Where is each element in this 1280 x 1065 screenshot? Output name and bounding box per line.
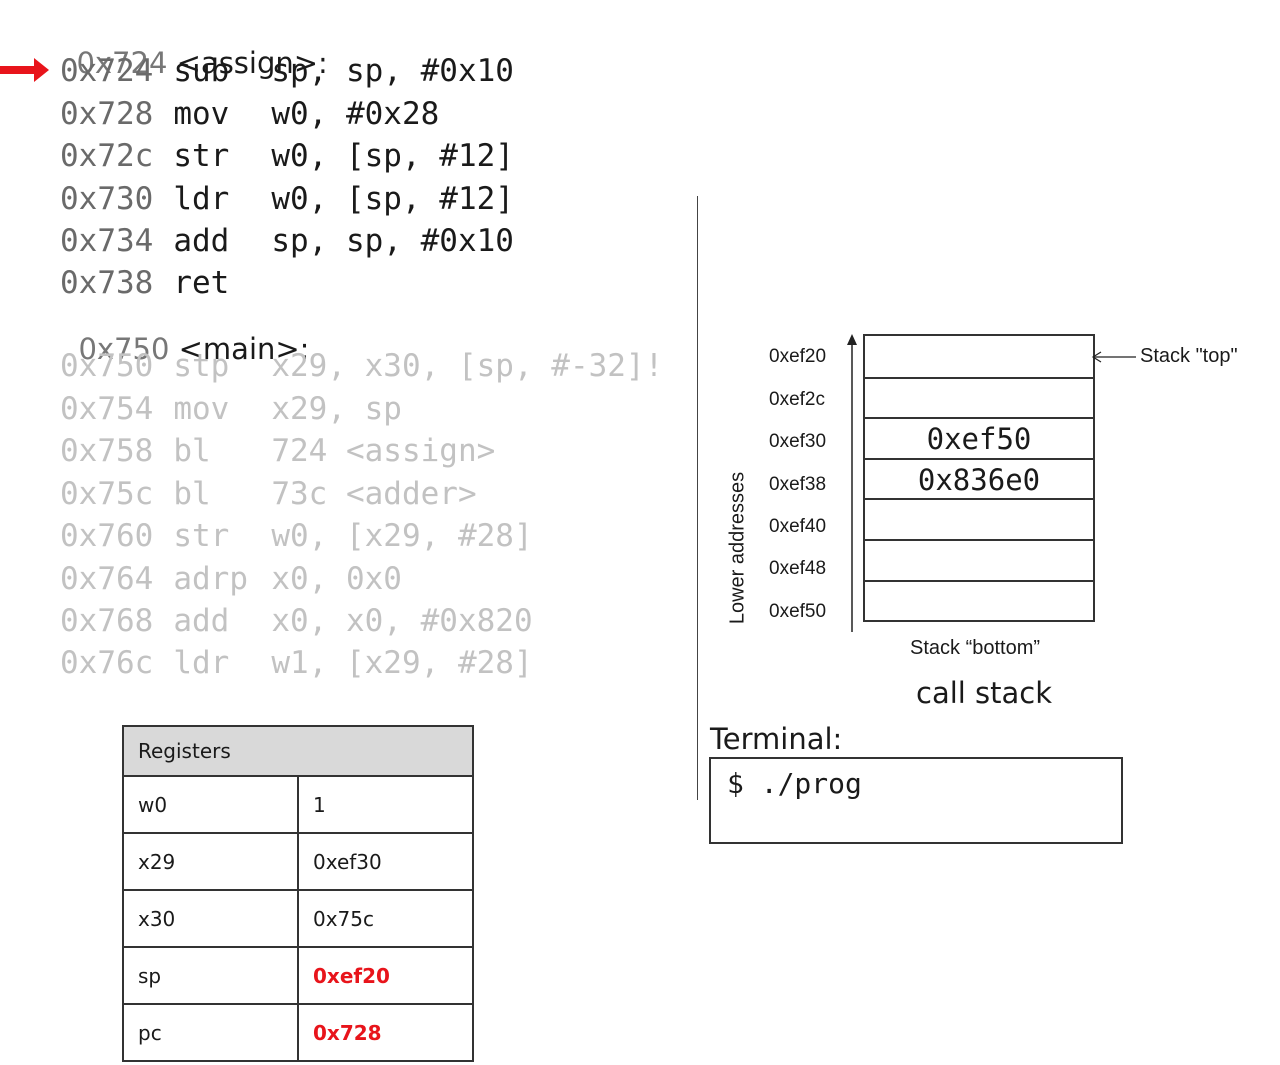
register-row: pc 0x728: [122, 1003, 474, 1062]
stack-slot: [865, 579, 1093, 621]
vertical-divider: [697, 196, 698, 800]
register-row: x29 0xef30: [122, 832, 474, 891]
register-name: w0: [122, 775, 299, 834]
function-header-assign: 0x724 <assign>:: [76, 46, 328, 80]
address-direction-arrow-icon: [847, 334, 857, 632]
stack-address-label: 0xef50: [769, 601, 827, 622]
registers-table: Registers w0 1 x29 0xef30 x30 0x75c sp 0…: [122, 725, 474, 1062]
stack-slot: [865, 336, 1093, 377]
stack-address-label: 0xef38: [769, 474, 827, 495]
stack-address-label: 0xef40: [769, 516, 827, 537]
call-stack-caption: call stack: [916, 676, 1053, 710]
register-value: 0xef20: [297, 946, 474, 1005]
register-row: w0 1: [122, 775, 474, 834]
register-name: x29: [122, 832, 299, 891]
stack-address-label: 0xef30: [769, 431, 827, 452]
stack-slot: [865, 376, 1093, 418]
stack-address-label: 0xef20: [769, 346, 827, 367]
stack-top-pointer-arrow-icon: [1091, 351, 1136, 363]
current-instruction-arrow-icon: [0, 58, 49, 82]
registers-title: Registers: [122, 725, 474, 777]
stack-slot: 0xef50: [865, 417, 1093, 458]
stack-bottom-label: Stack “bottom”: [910, 637, 1041, 659]
call-stack-box: 0xef50 0x836e0: [863, 334, 1095, 623]
register-name: x30: [122, 889, 299, 948]
terminal-output: $ ./prog: [709, 757, 1123, 844]
register-value: 1: [297, 775, 474, 834]
register-value: 0x728: [297, 1003, 474, 1062]
stack-address-label: 0xef48: [769, 558, 827, 579]
stack-slot: [865, 498, 1093, 539]
register-value: 0xef30: [297, 832, 474, 891]
register-name: pc: [122, 1003, 299, 1062]
register-value: 0x75c: [297, 889, 474, 948]
register-row: sp 0xef20: [122, 946, 474, 1005]
stack-address-label: 0xef2c: [769, 389, 825, 410]
stack-top-label: Stack "top": [1140, 345, 1238, 367]
register-name: sp: [122, 946, 299, 1005]
registers-header-row: Registers: [122, 725, 474, 777]
stack-slot: 0x836e0: [865, 457, 1093, 499]
function-header-main: 0x750 <main>:: [78, 332, 310, 366]
stack-slot: [865, 538, 1093, 580]
register-row: x30 0x75c: [122, 889, 474, 948]
terminal-title: Terminal:: [710, 722, 843, 756]
lower-addresses-axis-label: Lower addresses: [726, 471, 749, 625]
terminal-text: $ ./prog: [727, 767, 862, 800]
